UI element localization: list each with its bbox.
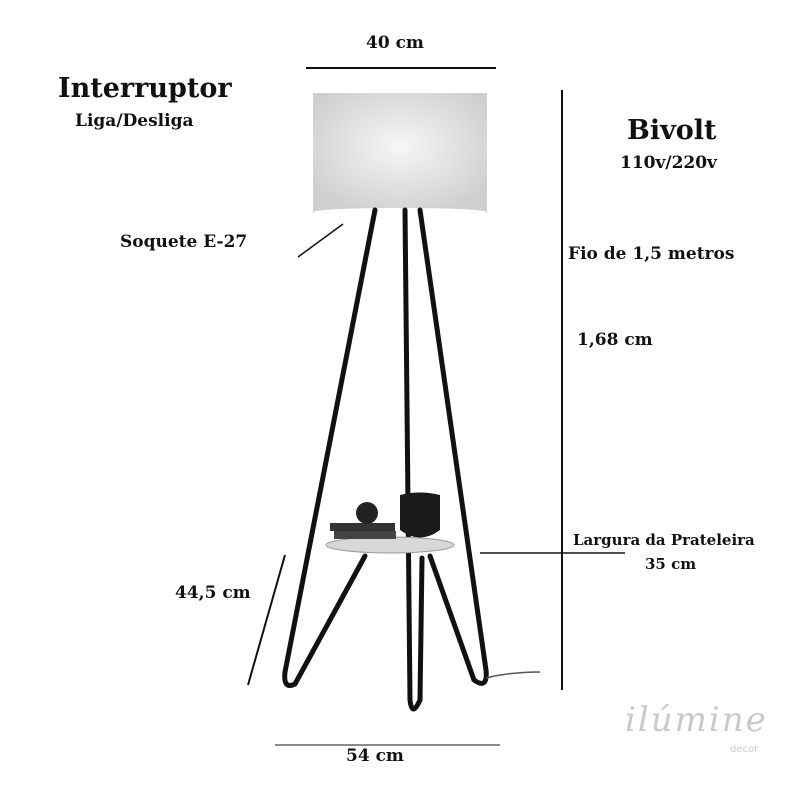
shade-bottom (313, 208, 487, 216)
lamp-legs (282, 207, 489, 712)
brand-logo: ilúmine decor (625, 700, 768, 755)
shelf-width-label: 35 cm (645, 555, 697, 573)
shelf (325, 536, 455, 554)
dimension-lines (247, 67, 625, 746)
switch-subtitle: Liga/Desliga (75, 111, 194, 131)
shelf-width-title: Largura da Prateleira (573, 531, 755, 549)
books (330, 523, 395, 531)
logo-subtext: decor (730, 744, 759, 755)
voltage-subtitle: 110v/220v (620, 153, 717, 173)
switch-title: Interruptor (58, 73, 232, 104)
shade-width-label: 40 cm (366, 33, 424, 53)
voltage-title: Bivolt (627, 115, 717, 146)
decor-ball (356, 502, 378, 524)
lamp-shade (313, 93, 487, 213)
power-cord (485, 671, 541, 679)
vase (400, 492, 440, 538)
height-label: 1,68 cm (577, 330, 653, 350)
book (334, 531, 396, 539)
cord-label: Fio de 1,5 metros (568, 244, 735, 264)
socket-label: Soquete E-27 (120, 232, 248, 252)
base-width-label: 54 cm (346, 746, 404, 766)
shelf-height-label: 44,5 cm (175, 583, 251, 603)
logo-text: ilúmine (625, 700, 768, 740)
